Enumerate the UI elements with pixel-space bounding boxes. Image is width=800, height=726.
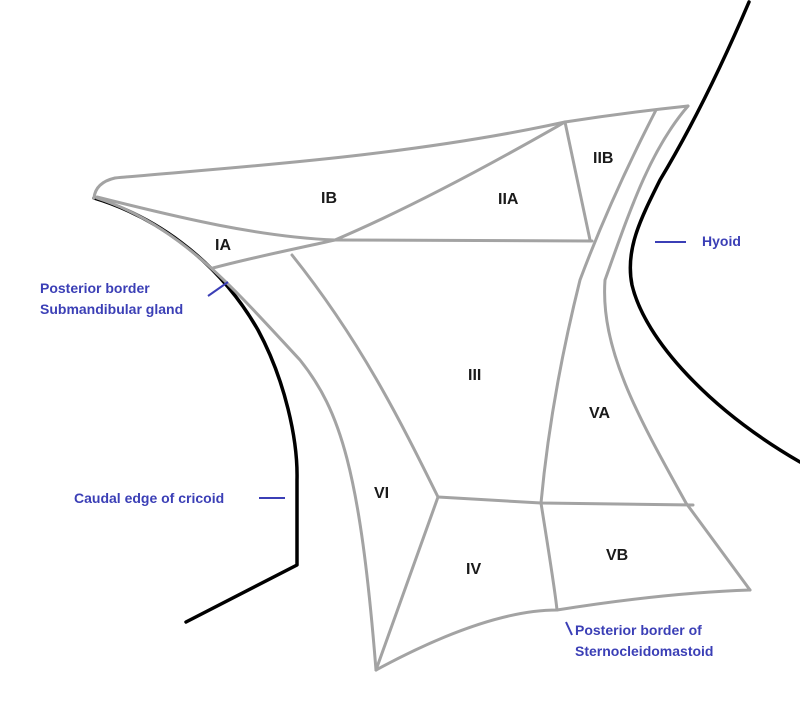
level-iii-vi-boundary — [292, 255, 438, 497]
scm-anterior-border — [541, 110, 656, 610]
zone-label-va: VA — [589, 405, 610, 422]
submandibular-pointer-line — [208, 282, 228, 296]
zone-label-iib: IIB — [593, 150, 613, 167]
upper-diagonal-boundary — [97, 122, 565, 240]
zone-label-iia: IIA — [498, 191, 519, 208]
left-neck-outline — [94, 198, 297, 622]
scm-label-line2: Sternocleidomastoid — [575, 643, 713, 659]
scm-pointer-line — [566, 622, 572, 635]
submandibular-label-line2: Submandibular gland — [40, 301, 183, 317]
cricoid-level-line — [438, 497, 693, 505]
zone-label-iii: III — [468, 367, 481, 384]
zone-label-iv: IV — [466, 561, 481, 578]
hyoid-label: Hyoid — [702, 233, 741, 249]
level-ii-lower-boundary — [335, 240, 592, 241]
zone-label-ib: IB — [321, 190, 337, 207]
scm-label-line1: Posterior border of — [575, 622, 702, 638]
scm-posterior-border — [605, 106, 750, 590]
zone-label-ia: IA — [215, 237, 231, 254]
right-neck-outline — [630, 2, 800, 462]
zone-label-vi: VI — [374, 485, 389, 502]
ia-lower-boundary — [213, 240, 335, 268]
cricoid-label: Caudal edge of cricoid — [74, 490, 224, 506]
zone-label-vb: VB — [606, 547, 628, 564]
submandibular-border-line — [97, 198, 376, 670]
iia-iib-boundary — [565, 122, 590, 240]
submandibular-label-line1: Posterior border — [40, 280, 150, 296]
